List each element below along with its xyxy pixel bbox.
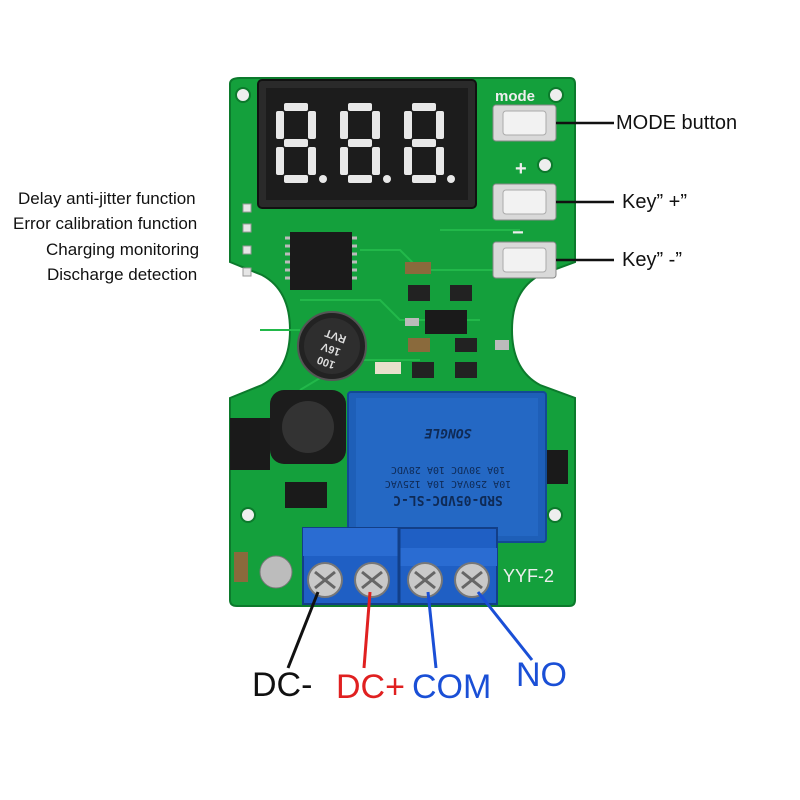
display-digit-3: [404, 103, 455, 183]
segment: [436, 147, 444, 175]
label-delay-anti-jitter: Delay anti-jitter function: [18, 189, 196, 208]
terminal-screw-2: [354, 562, 390, 598]
callout-lines: [556, 121, 614, 262]
segment: [412, 139, 436, 147]
label-mode-button: MODE button: [616, 112, 738, 134]
terminal-screw-4: [454, 562, 490, 598]
plus-pushbutton: [492, 183, 557, 221]
segment: [284, 103, 308, 111]
decimal-point: [447, 175, 455, 183]
model-silk-label: YYF-2: [503, 566, 555, 586]
segment: [308, 147, 316, 175]
segment: [348, 103, 372, 111]
terminal-label-no: NO: [516, 656, 567, 694]
mode-pushbutton: [492, 104, 557, 142]
label-discharge-detection: Discharge detection: [47, 265, 198, 284]
small-capacitor: [259, 555, 293, 589]
segment: [412, 175, 436, 183]
segment: [276, 147, 284, 175]
segment: [348, 139, 372, 147]
seven-segment-display: [276, 103, 455, 183]
terminal-leader-lines: [286, 591, 534, 669]
segment: [372, 147, 380, 175]
segment: [308, 111, 316, 139]
leader-line-3: [426, 591, 438, 669]
decimal-point: [383, 175, 391, 183]
display-digit-2: [340, 103, 391, 183]
minus-silk-label: −: [512, 222, 524, 244]
relay-model-text: SRD-05VDC-SL-C: [393, 492, 503, 507]
segment: [404, 111, 412, 139]
relay-rating-dc: 10A 30VDC 10A 28VDC: [390, 464, 506, 475]
label-error-calibration: Error calibration function: [13, 214, 198, 233]
segment: [372, 111, 380, 139]
leader-line-2: [362, 591, 372, 669]
segment: [284, 139, 308, 147]
leader-line-4: [476, 591, 534, 661]
label-charging-monitoring: Charging monitoring: [46, 240, 200, 259]
label-key-plus: Key” +”: [622, 191, 688, 213]
segment: [276, 111, 284, 139]
minus-pushbutton: [492, 241, 557, 279]
segment: [348, 175, 372, 183]
inductor: [270, 390, 346, 464]
label-key-minus: Key” -”: [622, 249, 682, 271]
ic-chip: [285, 232, 357, 290]
terminal-screw-1: [307, 562, 343, 598]
display-digit-1: [276, 103, 327, 183]
mounting-holes: [235, 87, 564, 523]
relay-marking: SRD-05VDC-SL-C 10A 250VAC 10A 125VAC 10A…: [360, 402, 536, 508]
electrolytic-capacitor: [297, 311, 367, 381]
mode-silk-label: mode: [495, 88, 536, 105]
terminal-label-dc-plus: DC+: [336, 668, 405, 706]
relay-rating-ac: 10A 250VAC 10A 125VAC: [384, 478, 512, 489]
segment: [436, 111, 444, 139]
decimal-point: [319, 175, 327, 183]
terminal-label-com: COM: [412, 668, 492, 706]
segment: [340, 111, 348, 139]
segment: [404, 147, 412, 175]
relay: [347, 391, 547, 543]
relay-brand-text: SONGLE: [424, 425, 472, 440]
leader-line-1: [286, 591, 320, 669]
segment: [412, 103, 436, 111]
plus-silk-label: +: [515, 158, 527, 180]
terminal-screw-3: [407, 562, 443, 598]
terminal-label-dc-minus: DC-: [252, 666, 313, 704]
terminal-screws: [307, 562, 490, 598]
segment: [284, 175, 308, 183]
indicator-pads: [242, 203, 252, 277]
segment: [340, 147, 348, 175]
